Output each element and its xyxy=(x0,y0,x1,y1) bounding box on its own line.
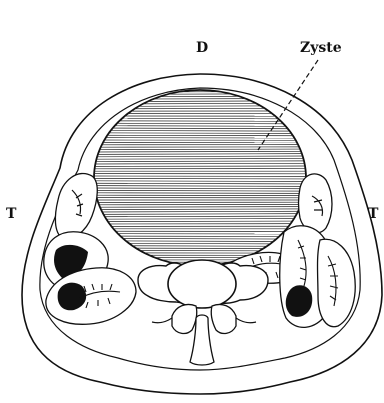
cyst-hatch-line xyxy=(87,96,313,97)
vertebra xyxy=(138,260,268,365)
cyst-hatch-line xyxy=(93,106,307,107)
label-cyst: Zyste xyxy=(300,40,342,56)
cyst-hatch-line xyxy=(87,250,313,251)
label-right: T xyxy=(368,206,379,222)
cyst-hatch-line xyxy=(90,101,311,102)
label-top: D xyxy=(196,40,208,56)
cyst-hatch-line xyxy=(88,248,312,249)
cyst-hatch-line xyxy=(87,98,312,99)
cyst-hatch-line xyxy=(91,91,308,92)
cyst-hatch-line xyxy=(93,243,308,244)
cyst xyxy=(87,90,313,266)
cyst-hatch-line xyxy=(89,94,311,95)
cyst-hatch-line xyxy=(91,246,310,247)
label-left: T xyxy=(6,206,17,222)
